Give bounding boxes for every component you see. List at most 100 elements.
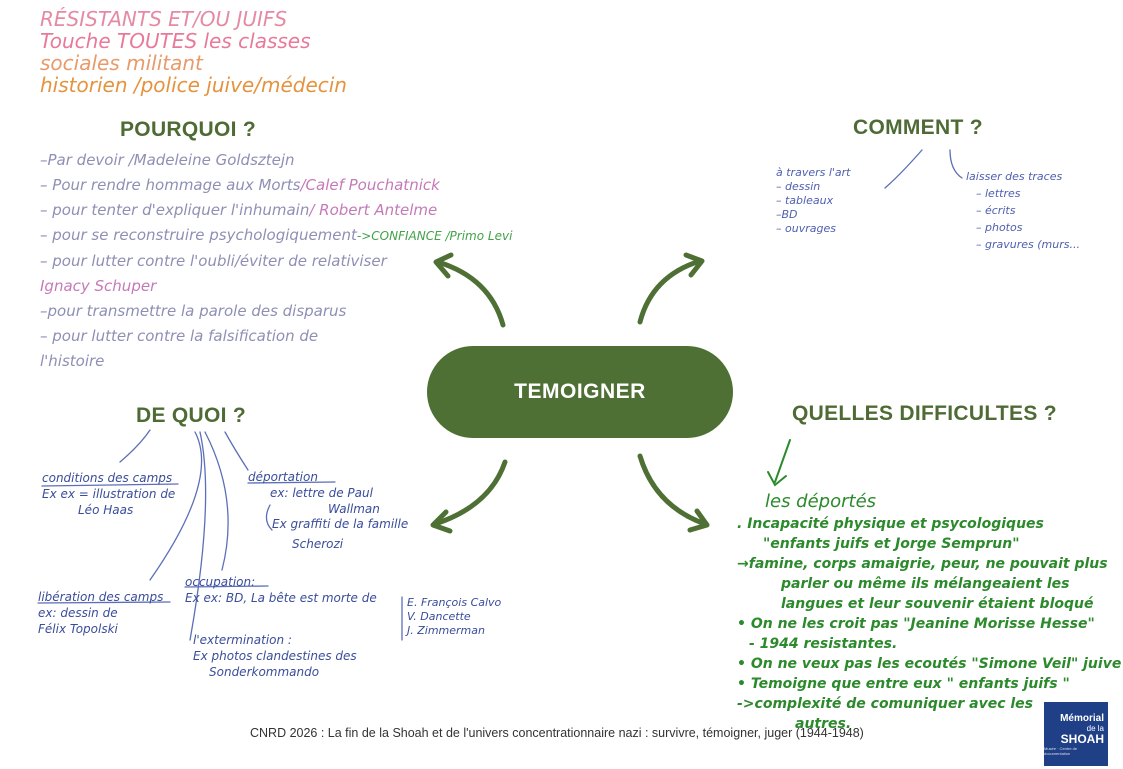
difficultes-line: - 1944 resistantes. — [749, 636, 898, 652]
difficultes-list: les déportés . Incapacité physique et ps… — [737, 492, 1121, 734]
pourquoi-item-text: – pour lutter contre la falsification de — [40, 327, 319, 345]
dequoi-note-line: ex: lettre de Paul — [270, 486, 373, 500]
comment-item: –BD — [776, 208, 798, 221]
dequoi-note-line: V. Dancette — [407, 610, 471, 623]
pourquoi-item-text: –Par devoir /Madeleine Goldsztejn — [40, 151, 295, 169]
difficultes-branch — [774, 439, 791, 483]
underline — [184, 585, 269, 588]
difficultes-line: →famine, corps amaigrie, peur, ne pouvai… — [737, 556, 1108, 572]
dequoi-branch-extermination — [189, 431, 207, 641]
heading-difficultes: QUELLES DIFFICULTES ? — [792, 402, 1057, 425]
pourquoi-item: l'histoire — [40, 349, 512, 374]
arrowhead-de-quoi — [430, 509, 453, 534]
underline — [41, 483, 179, 487]
dequoi-branch-deportation — [224, 431, 249, 471]
arrowhead-comment — [683, 252, 705, 278]
dequoi-graffiti: Ex graffiti de la famille Scherozi — [272, 516, 408, 552]
difficultes-branch-head — [767, 471, 787, 487]
arrowhead-pourquoi — [433, 252, 454, 279]
dequoi-note-line: libération des camps — [38, 590, 164, 604]
central-topic: TEMOIGNER — [427, 346, 733, 438]
comment-item: – ouvrages — [776, 222, 836, 235]
pourquoi-item: – pour tenter d'expliquer l'inhumain/ Ro… — [40, 198, 512, 223]
pourquoi-item: –Par devoir /Madeleine Goldsztejn — [40, 148, 512, 173]
arrow-comment — [637, 258, 703, 325]
difficultes-line: ->complexité de comuniquer avec les — [737, 696, 1034, 712]
dequoi-note-line: occupation: — [185, 575, 256, 589]
dequoi-note-line: déportation — [248, 470, 318, 484]
pourquoi-item-text: – pour tenter d'expliquer l'inhumain — [40, 201, 310, 219]
dequoi-note-line: Félix Topolski — [38, 622, 118, 636]
arrow-pourquoi — [435, 259, 506, 328]
comment-item: – lettres — [976, 187, 1021, 200]
dequoi-note-line: Ex graffiti de la famille — [272, 517, 409, 531]
logo-text: de la — [1086, 723, 1104, 733]
logo-text: Mémorial — [1060, 712, 1104, 724]
intro-line: sociales militant — [40, 51, 203, 75]
arrowhead-difficultes — [687, 508, 710, 533]
difficultes-line: parler ou même ils mélangeaient les — [781, 576, 1070, 592]
intro-notes: RÉSISTANTS ET/OU JUIFS Touche TOUTES les… — [40, 8, 347, 96]
dequoi-note-line: Ex photos clandestines des — [193, 649, 357, 663]
intro-line: RÉSISTANTS ET/OU JUIFS — [40, 7, 288, 31]
dequoi-note-line: Scherozi — [292, 537, 344, 551]
comment-item: – gravures (murs... — [976, 238, 1080, 251]
difficultes-line: langues et leur souvenir étaient bloqué — [781, 596, 1094, 612]
comment-branch-right — [949, 149, 963, 179]
comment-item: – photos — [976, 221, 1023, 234]
dequoi-note-line: l'extermination : — [193, 633, 292, 647]
intro-line: historien /police juive/médecin — [40, 73, 347, 97]
comment-item: – écrits — [976, 204, 1016, 217]
dequoi-liberation: libération des camps ex: dessin de Félix… — [38, 589, 163, 637]
comment-item: – dessin — [776, 180, 821, 193]
pourquoi-item-text: – pour lutter contre l'oubli/éviter de r… — [40, 252, 387, 270]
dequoi-note-line: Ex ex = illustration de — [42, 487, 176, 501]
comment-item: – tableaux — [776, 194, 834, 207]
heading-pourquoi: POURQUOI ? — [120, 118, 257, 141]
central-topic-label: TEMOIGNER — [514, 380, 646, 403]
dequoi-note-line: ex: dessin de — [38, 606, 118, 620]
pourquoi-item-text: –pour transmettre la parole des disparus — [40, 302, 347, 320]
pourquoi-item: – pour lutter contre l'oubli/éviter de r… — [40, 249, 512, 274]
pourquoi-item-author: /Calef Pouchatnick — [300, 176, 440, 194]
dequoi-note-line: conditions des camps — [42, 471, 173, 485]
difficultes-line: . Incapacité physique et psycologiques — [737, 516, 1044, 532]
pourquoi-item: – pour lutter contre la falsification de — [40, 324, 512, 349]
comment-art-list: à travers l'art – dessin – tableaux –BD … — [776, 166, 851, 236]
difficultes-line: "enfants juifs et Jorge Semprun" — [763, 536, 1020, 552]
comment-item: laisser des traces — [966, 170, 1063, 183]
intro-line: Touche TOUTES les classes — [40, 29, 311, 53]
pourquoi-item-text: – pour se reconstruire psychologiquement — [40, 226, 357, 244]
dequoi-auteurs: E. François Calvo V. Dancette J. Zimmerm… — [407, 596, 501, 638]
heading-de-quoi: DE QUOI ? — [136, 404, 247, 427]
dequoi-note-line: Wallman — [328, 502, 380, 516]
dequoi-note-line: Léo Haas — [78, 503, 134, 517]
graffiti-connector — [265, 504, 273, 531]
dequoi-extermination: l'extermination : Ex photos clandestines… — [193, 632, 357, 680]
memorial-shoah-logo: Mémorial de la SHOAH Musée · Centre de d… — [1044, 702, 1108, 766]
pourquoi-item-confiance: ->CONFIANCE /Primo Levi — [356, 229, 513, 243]
dequoi-note-line: Sonderkommando — [209, 665, 320, 679]
dequoi-conditions: conditions des camps Ex ex = illustratio… — [42, 470, 175, 518]
difficultes-line: autres. — [795, 716, 852, 732]
dequoi-branch-liberation — [149, 431, 203, 581]
dequoi-branch-occupation — [204, 431, 229, 571]
dequoi-note-line: J. Zimmerman — [407, 624, 485, 637]
dequoi-branch-conditions — [119, 429, 151, 463]
difficultes-line: • Temoigne que entre eux " enfants juifs… — [737, 676, 1070, 692]
dequoi-deportation: déportation ex: lettre de Paul Wallman — [248, 469, 380, 517]
underline — [247, 481, 336, 484]
comment-branch-left — [884, 149, 923, 189]
pourquoi-item-text: Ignacy Schuper — [40, 277, 157, 295]
pourquoi-list: –Par devoir /Madeleine Goldsztejn – Pour… — [40, 148, 512, 374]
difficultes-line: • On ne les croit pas "Jeanine Morisse H… — [737, 616, 1095, 632]
heading-comment: COMMENT ? — [853, 116, 983, 139]
pourquoi-item-author: / Robert Antelme — [309, 201, 438, 219]
pourquoi-item: Ignacy Schuper — [40, 274, 512, 299]
arrow-difficultes — [637, 453, 708, 527]
pourquoi-item-text: l'histoire — [40, 352, 105, 370]
logo-text: Musée · Centre de documentation — [1044, 745, 1078, 756]
underline — [37, 601, 171, 604]
comment-item: à travers l'art — [776, 166, 851, 179]
